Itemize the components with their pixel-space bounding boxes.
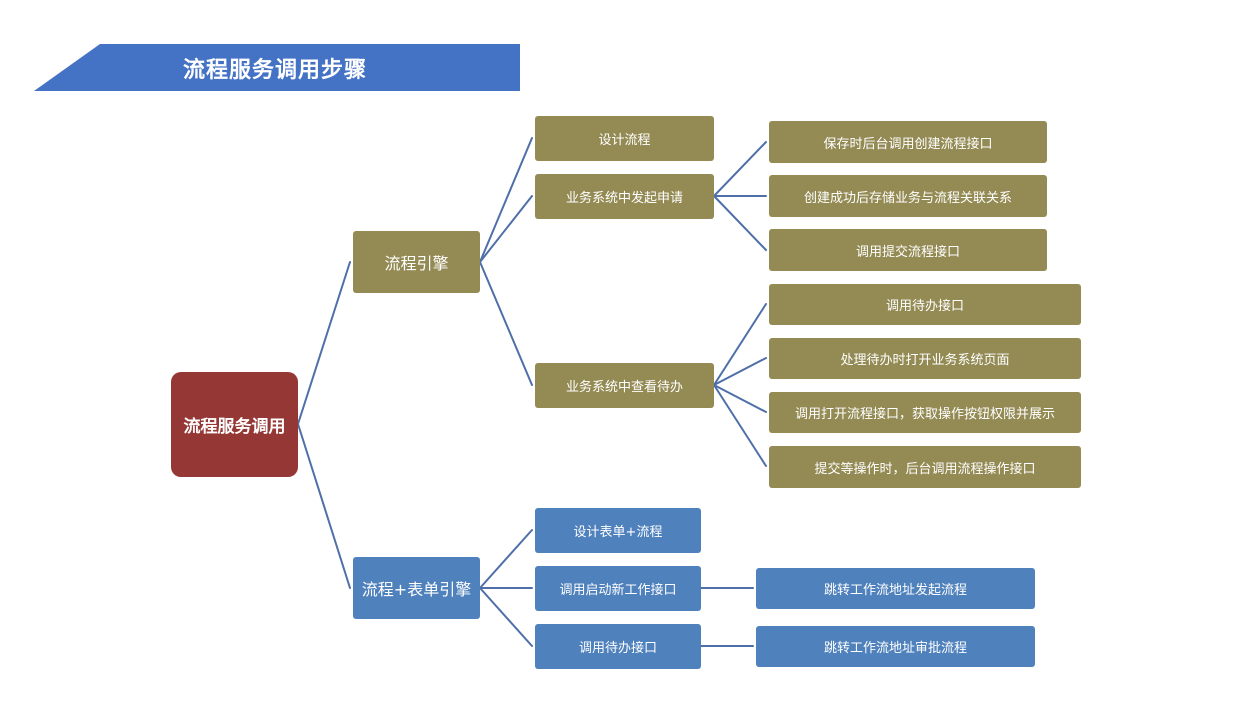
node-leaf-open-process-api: 调用打开流程接口，获取操作按钮权限并展示 (769, 392, 1081, 433)
connector-todo-leaf4 (713, 384, 767, 467)
node-design-process: 设计流程 (535, 116, 714, 161)
node-start-work-api: 调用启动新工作接口 (535, 566, 701, 611)
node-view-todo: 业务系统中查看待办 (535, 363, 714, 408)
title-banner-shape (34, 44, 520, 91)
node-leaf-operate-api: 提交等操作时，后台调用流程操作接口 (769, 446, 1081, 488)
node-form-engine: 流程+表单引擎 (353, 557, 480, 619)
connector-todo-leaf3 (713, 384, 767, 413)
page-title: 流程服务调用步骤 (182, 57, 367, 83)
connector-todo-leaf2 (713, 357, 767, 386)
connector-pe-design (479, 137, 533, 263)
node-process-engine: 流程引擎 (353, 231, 480, 293)
connector-root-process-engine (297, 261, 351, 425)
node-leaf-jump-launch: 跳转工作流地址发起流程 (756, 568, 1035, 609)
node-launch-application: 业务系统中发起申请 (535, 174, 714, 219)
connector-todo-leaf1 (713, 303, 767, 386)
connector-launch-leaf3 (713, 195, 767, 251)
node-form-todo-api: 调用待办接口 (535, 624, 701, 669)
connector-fe-design (479, 529, 533, 589)
node-design-form-process: 设计表单+流程 (535, 508, 701, 553)
connector-fe-todo (479, 587, 533, 647)
node-leaf-create-process: 保存时后台调用创建流程接口 (769, 121, 1047, 163)
connector-pe-todo (479, 261, 533, 386)
node-leaf-jump-approve: 跳转工作流地址审批流程 (756, 626, 1035, 667)
node-leaf-store-relation: 创建成功后存储业务与流程关联关系 (769, 175, 1047, 217)
connector-pe-launch (479, 195, 533, 263)
node-leaf-submit-process: 调用提交流程接口 (769, 229, 1047, 271)
node-leaf-open-business-page: 处理待办时打开业务系统页面 (769, 338, 1081, 379)
connector-launch-leaf1 (713, 141, 767, 197)
root-node: 流程服务调用 (171, 372, 298, 477)
node-leaf-todo-api: 调用待办接口 (769, 284, 1081, 325)
connector-root-form-engine (297, 423, 351, 589)
